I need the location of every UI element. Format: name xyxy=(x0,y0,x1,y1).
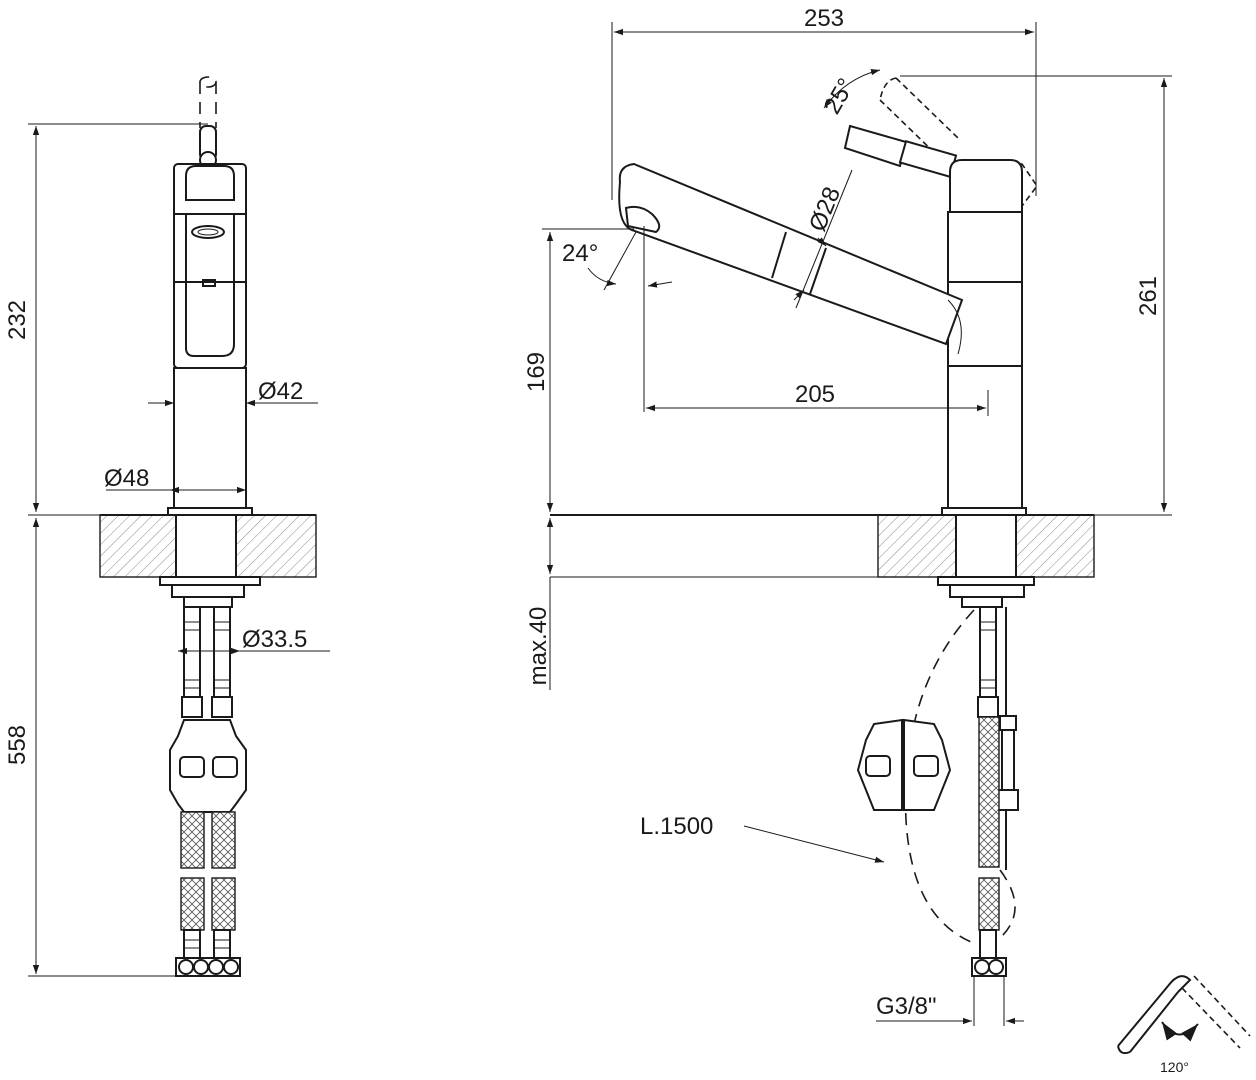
right-dimensions: 253 25° 261 Ø28 24° 169 xyxy=(523,5,1172,1026)
dim-connection-thread: G3/8" xyxy=(876,993,937,1020)
dim-total-height: 261 xyxy=(1135,276,1162,316)
hose-weight xyxy=(856,718,952,811)
dim-length-558: 558 xyxy=(4,725,31,765)
dim-spout-diameter: Ø28 xyxy=(804,183,846,235)
front-view: 232 558 Ø42 Ø48 Ø33.5 xyxy=(4,76,330,977)
rotation-icon: 120° xyxy=(1117,975,1251,1075)
dim-max-counter: max.40 xyxy=(525,607,552,686)
dim-spout-angle: 24° xyxy=(562,240,598,267)
left-countertop xyxy=(99,514,317,578)
rotation-angle-label: 120° xyxy=(1160,1059,1189,1075)
right-underside-assembly xyxy=(856,576,1035,977)
dim-spout-reach: 205 xyxy=(795,381,835,408)
left-dimensions: 232 558 Ø42 Ø48 Ø33.5 xyxy=(4,123,330,977)
side-view: 253 25° 261 Ø28 24° 169 xyxy=(523,5,1251,1075)
dim-body-diameter: Ø42 xyxy=(258,378,303,405)
dim-spout-height: 169 xyxy=(523,352,550,392)
dim-height-232: 232 xyxy=(4,300,31,340)
right-countertop xyxy=(550,514,1095,578)
dim-hose-spacing: Ø33.5 xyxy=(242,626,307,653)
dim-hose-length: L.1500 xyxy=(640,813,713,840)
dim-total-width: 253 xyxy=(804,5,844,32)
left-faucet-body xyxy=(167,76,253,516)
right-faucet-body xyxy=(618,77,1038,516)
dim-base-diameter: Ø48 xyxy=(104,465,149,492)
